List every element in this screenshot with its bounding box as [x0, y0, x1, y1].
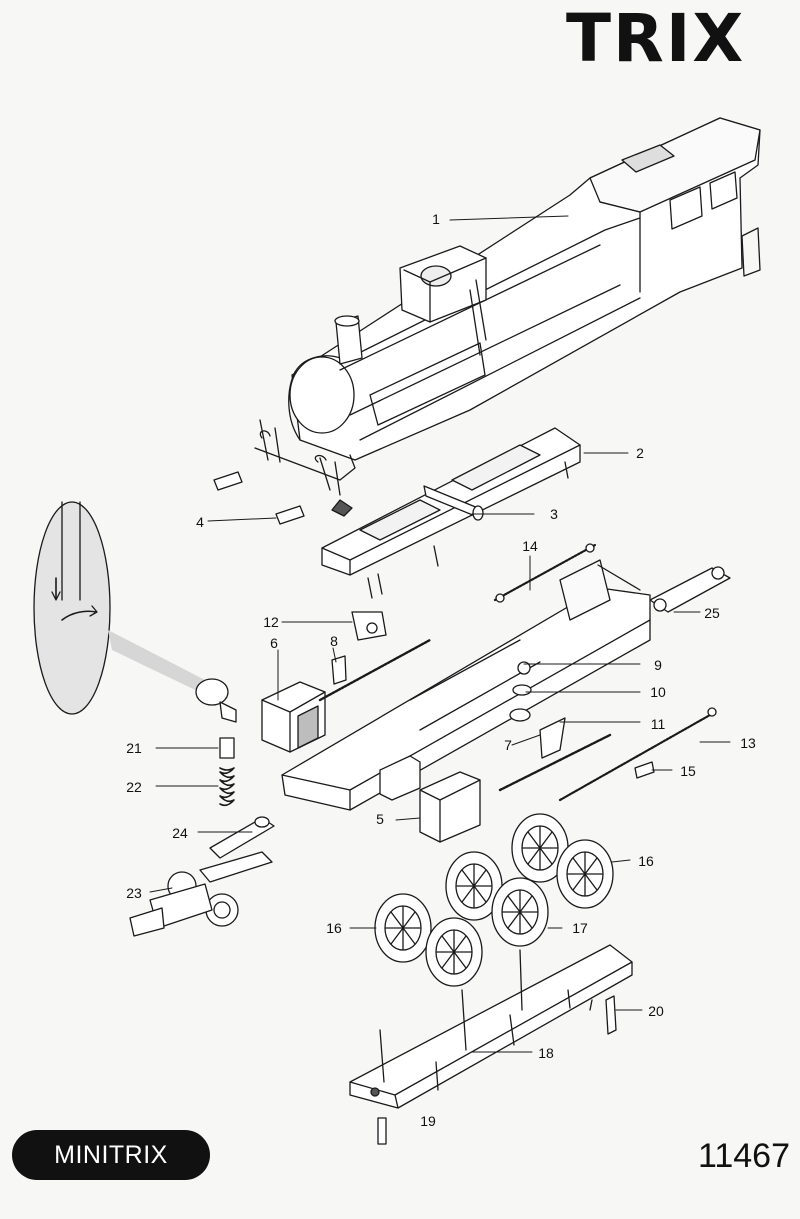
- callout-3: 3: [550, 506, 558, 522]
- article-number: 11467: [697, 1137, 790, 1175]
- pin-part: [213, 471, 305, 525]
- callout-19: 19: [420, 1113, 436, 1129]
- callout-12: 12: [263, 614, 279, 630]
- callout-25: 25: [704, 605, 720, 621]
- bottom-plate: [349, 944, 633, 1145]
- callout-9: 9: [654, 657, 662, 673]
- callout-17: 17: [572, 920, 588, 936]
- minitrix-badge: MINITRIX: [12, 1130, 210, 1180]
- spring-parts: [493, 543, 717, 802]
- contact-plunger: [219, 737, 235, 807]
- callout-13: 13: [740, 735, 756, 751]
- locomotive-body-shell: [254, 117, 761, 517]
- callout-22: 22: [126, 779, 142, 795]
- callout-10: 10: [650, 684, 666, 700]
- callout-11: 11: [650, 716, 666, 732]
- callout-5: 5: [376, 811, 384, 827]
- callout-2: 2: [636, 445, 644, 461]
- callout-16a: 16: [638, 853, 654, 869]
- callout-20: 20: [648, 1003, 664, 1019]
- callout-15: 15: [680, 763, 696, 779]
- callout-16b: 16: [326, 920, 342, 936]
- callout-18: 18: [538, 1045, 554, 1061]
- frame-motor-assembly: [261, 559, 655, 843]
- detail-magnifier: [33, 501, 237, 723]
- callout-24: 24: [172, 825, 188, 841]
- rod-part: [423, 485, 484, 521]
- callout-23: 23: [126, 885, 142, 901]
- driving-wheels: [374, 813, 614, 987]
- trix-logo: TRIX: [566, 0, 746, 77]
- link-plate: [649, 566, 731, 613]
- callout-21: 21: [126, 740, 142, 756]
- callout-14: 14: [522, 538, 538, 554]
- callout-8: 8: [330, 633, 338, 649]
- callout-6: 6: [270, 635, 278, 651]
- callout-4: 4: [196, 514, 204, 530]
- leader-lines: [149, 215, 731, 1053]
- callout-7: 7: [504, 737, 512, 753]
- callout-1: 1: [432, 211, 440, 227]
- pony-truck: [129, 816, 275, 937]
